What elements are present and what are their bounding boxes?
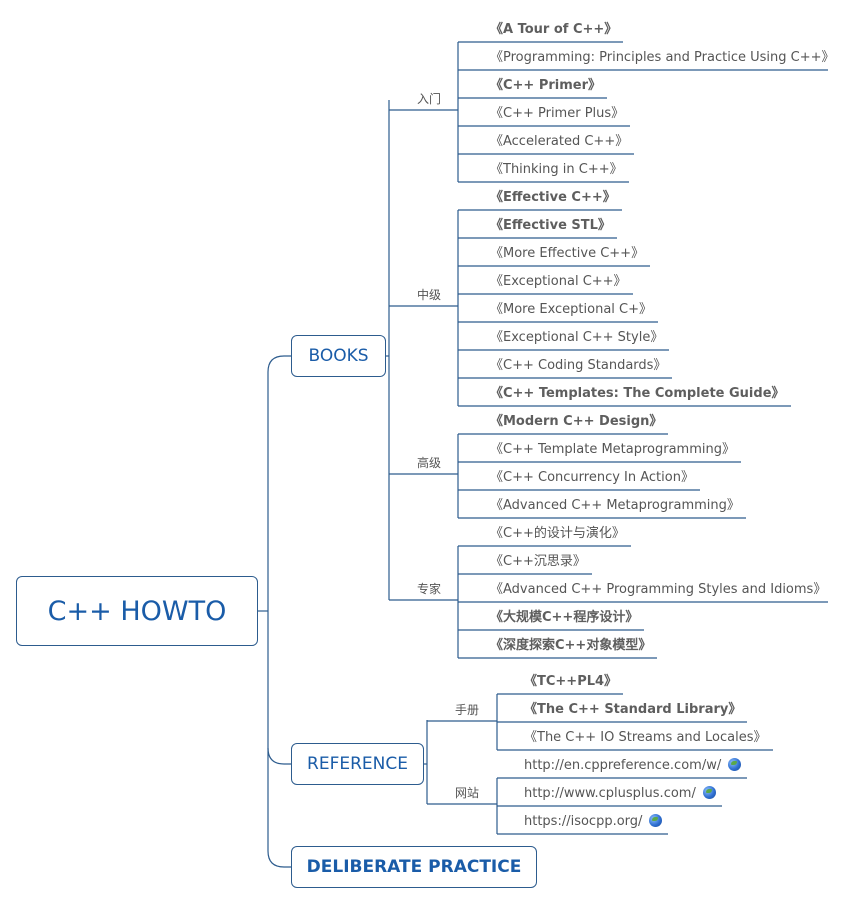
books-node[interactable]: BOOKS (291, 335, 386, 377)
book-item[interactable]: 《C++ Coding Standards》 (490, 358, 666, 374)
book-item-text: 《Effective STL》 (490, 218, 611, 233)
book-item[interactable]: 《C++ Templates: The Complete Guide》 (490, 386, 785, 402)
book-item[interactable]: 《C++沉思录》 (490, 554, 586, 570)
category-intermediate[interactable]: 中级 (417, 288, 441, 302)
connector-curve (267, 747, 291, 765)
website-link-text: http://en.cppreference.com/w/ (524, 758, 722, 773)
connector-curve (267, 355, 291, 373)
book-item[interactable]: 《大规模C++程序设计》 (490, 610, 638, 626)
book-item[interactable]: 《C++ Template Metaprogramming》 (490, 442, 735, 458)
book-item-text: 《Advanced C++ Metaprogramming》 (490, 498, 740, 513)
book-item-text: 《More Effective C++》 (490, 246, 645, 261)
book-item-text: 《C++沉思录》 (490, 554, 586, 569)
website-link-text: http://www.cplusplus.com/ (524, 786, 696, 801)
book-item[interactable]: 《C++ Concurrency In Action》 (490, 470, 694, 486)
book-item[interactable]: 《C++的设计与演化》 (490, 526, 625, 542)
website-link[interactable]: https://isocpp.org/ (524, 814, 663, 830)
book-item-text: 《Advanced C++ Programming Styles and Idi… (490, 582, 827, 597)
book-item[interactable]: 《Modern C++ Design》 (490, 414, 662, 430)
manual-item-text: 《The C++ Standard Library》 (524, 702, 742, 717)
book-item[interactable]: 《Effective C++》 (490, 190, 616, 206)
connector-curve (267, 850, 291, 868)
book-item-text: 《Thinking in C++》 (490, 162, 623, 177)
book-item-text: 《C++ Template Metaprogramming》 (490, 442, 735, 457)
book-item-text: 《Effective C++》 (490, 190, 616, 205)
globe-icon[interactable] (649, 814, 663, 827)
book-item[interactable]: 《深度探索C++对象模型》 (490, 638, 651, 654)
book-item[interactable]: 《A Tour of C++》 (490, 22, 617, 38)
category-advanced[interactable]: 高级 (417, 456, 441, 470)
book-item-text: 《Accelerated C++》 (490, 134, 629, 149)
category-intermediate-text: 中级 (417, 288, 442, 302)
website-link[interactable]: http://en.cppreference.com/w/ (524, 758, 742, 774)
globe-icon[interactable] (702, 786, 716, 799)
manual-item[interactable]: 《TC++PL4》 (524, 674, 617, 690)
website-link-text: https://isocpp.org/ (524, 814, 643, 829)
website-link[interactable]: http://www.cplusplus.com/ (524, 786, 716, 802)
book-item[interactable]: 《Exceptional C++》 (490, 274, 627, 290)
book-item-text: 《C++ Templates: The Complete Guide》 (490, 386, 785, 401)
book-item-text: 《Exceptional C++》 (490, 274, 627, 289)
book-item[interactable]: 《More Exceptional C+》 (490, 302, 652, 318)
category-manuals[interactable]: 手册 (455, 703, 479, 717)
globe-icon[interactable] (728, 758, 742, 771)
category-advanced-text: 高级 (417, 456, 442, 470)
manual-item[interactable]: 《The C++ Standard Library》 (524, 702, 741, 718)
deliberate-practice-node[interactable]: DELIBERATE PRACTICE (291, 846, 537, 888)
book-item[interactable]: 《Effective STL》 (490, 218, 611, 234)
book-item-text: 《C++ Coding Standards》 (490, 358, 667, 373)
book-item-text: 《大规模C++程序设计》 (490, 610, 639, 625)
category-expert-text: 专家 (417, 582, 442, 596)
book-item-text: 《C++的设计与演化》 (490, 526, 625, 541)
manual-item-text: 《TC++PL4》 (524, 674, 618, 689)
root-node[interactable]: C++ HOWTO (16, 576, 258, 646)
book-item[interactable]: 《Thinking in C++》 (490, 162, 623, 178)
book-item[interactable]: 《Programming: Principles and Practice Us… (490, 50, 835, 66)
book-item[interactable]: 《C++ Primer Plus》 (490, 106, 624, 122)
book-item-text: 《深度探索C++对象模型》 (490, 638, 652, 653)
book-item[interactable]: 《Accelerated C++》 (490, 134, 628, 150)
book-item[interactable]: 《More Effective C++》 (490, 246, 644, 262)
book-item-text: 《C++ Primer Plus》 (490, 106, 625, 121)
book-item-text: 《C++ Concurrency In Action》 (490, 470, 694, 485)
book-item[interactable]: 《Advanced C++ Metaprogramming》 (490, 498, 740, 514)
book-item-text: 《More Exceptional C+》 (490, 302, 653, 317)
book-item-text: 《C++ Primer》 (490, 78, 602, 93)
category-websites-text: 网站 (455, 786, 480, 800)
category-intro-text: 入门 (417, 92, 442, 106)
category-intro[interactable]: 入门 (417, 92, 441, 106)
book-item[interactable]: 《C++ Primer》 (490, 78, 601, 94)
category-manuals-text: 手册 (455, 703, 480, 717)
reference-node[interactable]: REFERENCE (291, 743, 424, 785)
book-item-text: 《A Tour of C++》 (490, 22, 618, 37)
category-expert[interactable]: 专家 (417, 582, 441, 596)
manual-item[interactable]: 《The C++ IO Streams and Locales》 (524, 730, 767, 746)
book-item[interactable]: 《Advanced C++ Programming Styles and Idi… (490, 582, 826, 598)
book-item[interactable]: 《Exceptional C++ Style》 (490, 330, 663, 346)
category-websites[interactable]: 网站 (455, 786, 479, 800)
book-item-text: 《Modern C++ Design》 (490, 414, 663, 429)
book-item-text: 《Programming: Principles and Practice Us… (490, 50, 835, 65)
book-item-text: 《Exceptional C++ Style》 (490, 330, 664, 345)
manual-item-text: 《The C++ IO Streams and Locales》 (524, 730, 767, 745)
